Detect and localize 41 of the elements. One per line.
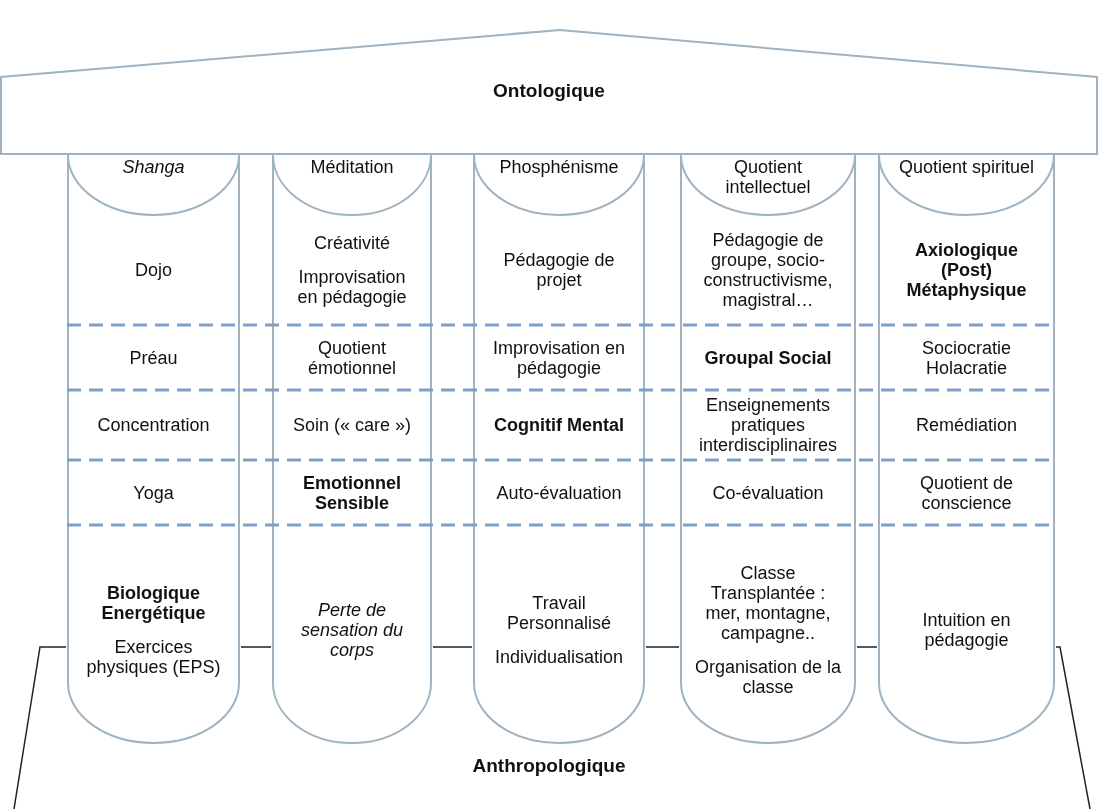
capital-label: Quotient spirituel xyxy=(898,157,1035,177)
cell-text: Perte de sensation du corps xyxy=(299,600,405,660)
cell-text: Intuition en pédagogie xyxy=(921,610,1012,650)
cell-text: Improvisation en pédagogie xyxy=(491,337,627,378)
cell-text: Biologique Energétique xyxy=(100,583,207,623)
cell-text: Soin (« care ») xyxy=(292,415,412,435)
capital-label: Méditation xyxy=(310,157,394,177)
column-pillar xyxy=(67,155,240,745)
cell-text: Axiologique (Post) Métaphysique xyxy=(905,240,1028,300)
cell-text: Concentration xyxy=(97,415,210,435)
cell-text: Co-évaluation xyxy=(712,482,824,503)
capital-label: Quotient intellectuel xyxy=(724,157,812,197)
cell-text: Organisation de la classe xyxy=(694,657,842,697)
cell-text: Auto-évaluation xyxy=(496,482,622,503)
roof-label: Ontologique xyxy=(492,80,606,102)
cell-text: Classe Transplantée : mer, montagne, campagne.. xyxy=(704,563,832,643)
cell-text: Dojo xyxy=(135,260,172,280)
cell-text: Créativité xyxy=(314,233,390,253)
cell-text: Exercices physiques (EPS) xyxy=(85,637,222,677)
cell-text: Travail Personnalisé xyxy=(505,593,613,633)
cell-text: Individualisation xyxy=(494,647,624,667)
cell-text: Pédagogie de projet xyxy=(502,250,616,290)
cell-text: Groupal Social xyxy=(704,347,832,368)
column-pillar xyxy=(272,155,432,745)
cell-text: Préau xyxy=(129,347,178,368)
cell-text: Pédagogie de groupe, socio-constructivisme, magistral… xyxy=(702,230,834,310)
column-pillar xyxy=(680,155,856,745)
column-pillar xyxy=(878,155,1055,745)
platform-label: Anthropologique xyxy=(471,755,627,777)
column-pillar xyxy=(473,155,645,745)
cell-text: Improvisation en pédagogie xyxy=(296,267,408,307)
cell-text: Remédiation xyxy=(915,415,1018,435)
cell-text: Sociocratie Holacratie xyxy=(920,337,1012,378)
cell-text: Quotient de conscience xyxy=(918,472,1015,513)
cell-text: Emotionnel Sensible xyxy=(302,472,402,513)
cell-text: Cognitif Mental xyxy=(494,415,624,435)
cell-text: Yoga xyxy=(133,482,174,503)
cell-text: Enseignements pratiques interdisciplinaires xyxy=(697,395,839,455)
capital-label: Shanga xyxy=(122,157,185,177)
capital-label: Phosphénisme xyxy=(499,157,619,177)
cell-text: Quotient émotionnel xyxy=(306,337,398,378)
